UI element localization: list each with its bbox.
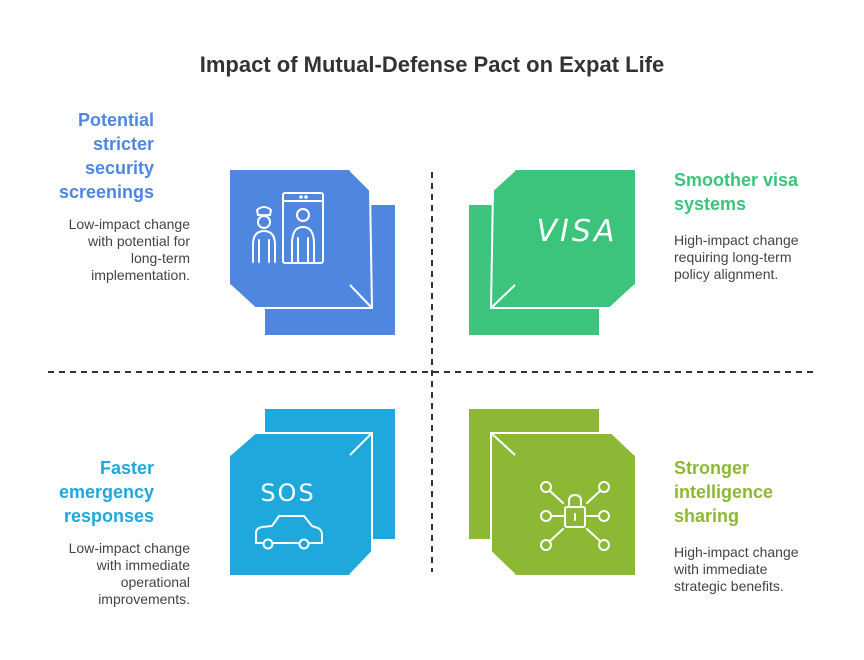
- security-screening-icon: [252, 192, 324, 264]
- cube-security-screening: [229, 169, 395, 335]
- quadrant-title-visa: Smoother visa systems: [674, 170, 799, 214]
- cube-front-face: [230, 170, 350, 285]
- cube-edges: [490, 432, 636, 576]
- cube-side-face: [491, 170, 515, 308]
- quadrant-description-intelligence: High-impact change with immediate strate…: [674, 544, 799, 594]
- cube-top-face: [491, 433, 635, 455]
- quadrant-title-emergency: Faster emergency responses: [58, 458, 154, 526]
- visa-icon: VISA: [537, 214, 618, 249]
- cube-intelligence: [469, 409, 636, 576]
- cube-side-face: [350, 170, 372, 308]
- car-icon: [255, 515, 323, 550]
- cube-side-face: [491, 433, 515, 575]
- network-lock-icon: [540, 481, 610, 551]
- cube-front-face: [515, 170, 635, 285]
- cube-bottom-face: [230, 285, 372, 308]
- cube-edges: [229, 432, 373, 576]
- quadrant-description-emergency: Low-impact change with immediate operati…: [68, 540, 190, 607]
- quadrant-description-security: Low-impact change with potential for lon…: [68, 216, 190, 283]
- quadrant-description-visa: High-impact change requiring long-term p…: [674, 232, 799, 282]
- quadrant-title-intelligence: Stronger intelligence sharing: [674, 458, 774, 526]
- cube-visa: VISA: [469, 169, 636, 335]
- quadrant-title-security: Potential stricter security screenings: [58, 110, 154, 202]
- sos-icon: SOS: [260, 479, 315, 507]
- cube-bottom-face: [491, 285, 635, 308]
- cube-side-face: [350, 433, 372, 575]
- cube-top-face: [230, 433, 372, 455]
- page-title: Impact of Mutual-Defense Pact on Expat L…: [199, 52, 665, 77]
- cube-edges: [489, 169, 636, 309]
- cube-emergency: SOS: [229, 409, 395, 576]
- cube-edges: [229, 169, 374, 309]
